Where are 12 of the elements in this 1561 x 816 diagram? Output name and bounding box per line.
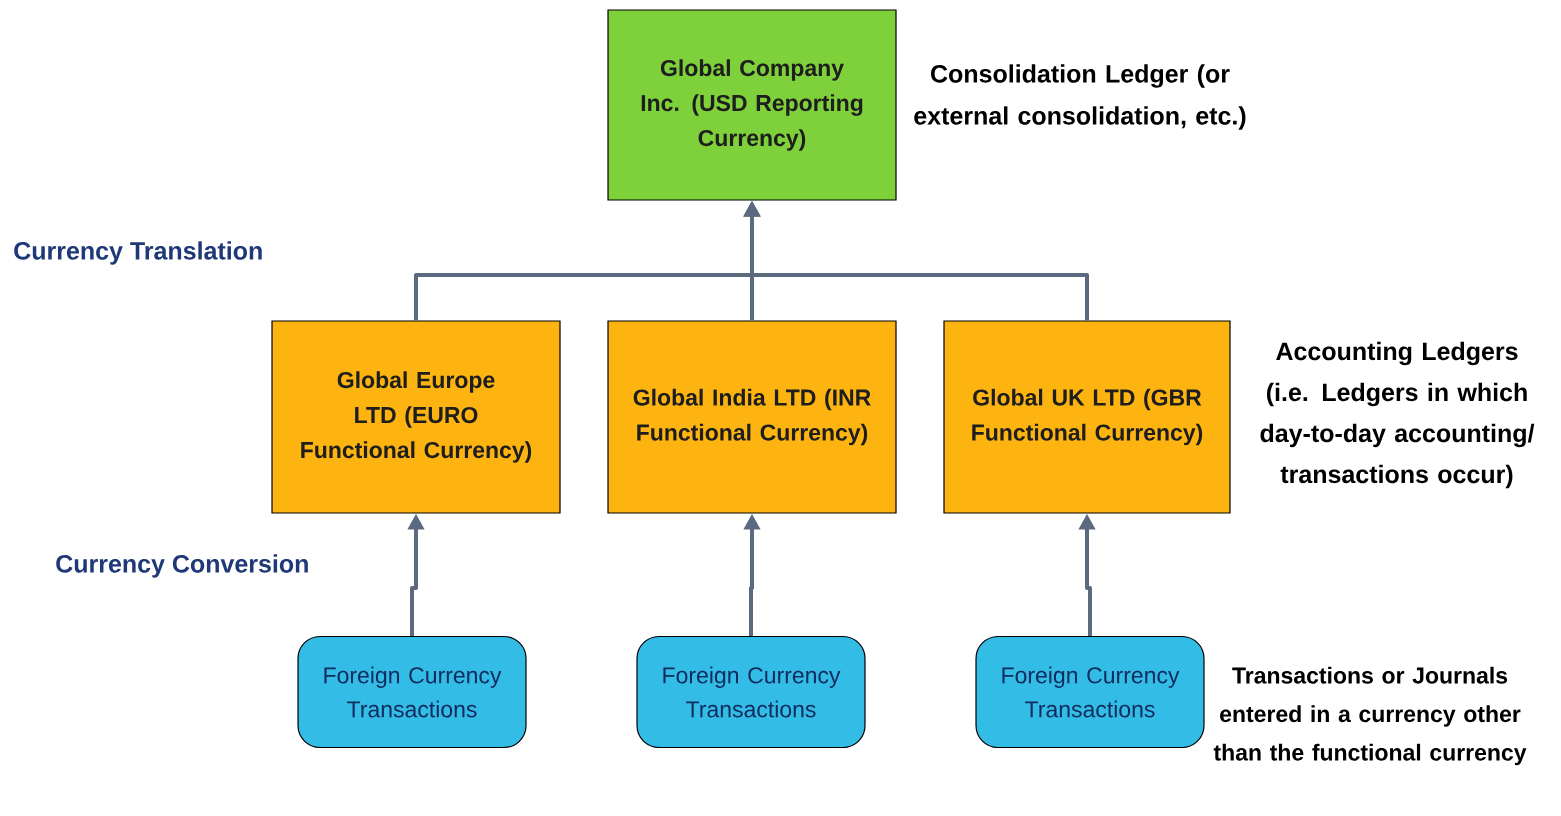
subsidiary-box: Global UK LTD (GBR Functional Currency) xyxy=(943,320,1231,514)
note-text: Transactions or Journals entered in a currency other than the functional currency xyxy=(1213,666,1527,766)
note-text: Accounting Ledgers (i.e. Ledgers in which day-to-day accounting/ transactions occur) xyxy=(1260,341,1535,489)
company-box: Global Company Inc. (USD Reporting Currency) xyxy=(607,9,897,201)
subsidiary-box: Global India LTD (INR Functional Currency) xyxy=(607,320,897,514)
transactions-box: Foreign Currency Transactions xyxy=(975,635,1205,749)
note-text: Consolidation Ledger (or external consolidation, etc.) xyxy=(914,64,1246,130)
transactions-box: Foreign Currency Transactions xyxy=(636,635,866,749)
subsidiary-box: Global Europe LTD (EURO Functional Currency) xyxy=(271,320,561,514)
level-label: Currency Conversion xyxy=(56,554,308,578)
transactions-box: Foreign Currency Transactions xyxy=(297,635,527,749)
level-label: Currency Translation xyxy=(14,241,262,265)
